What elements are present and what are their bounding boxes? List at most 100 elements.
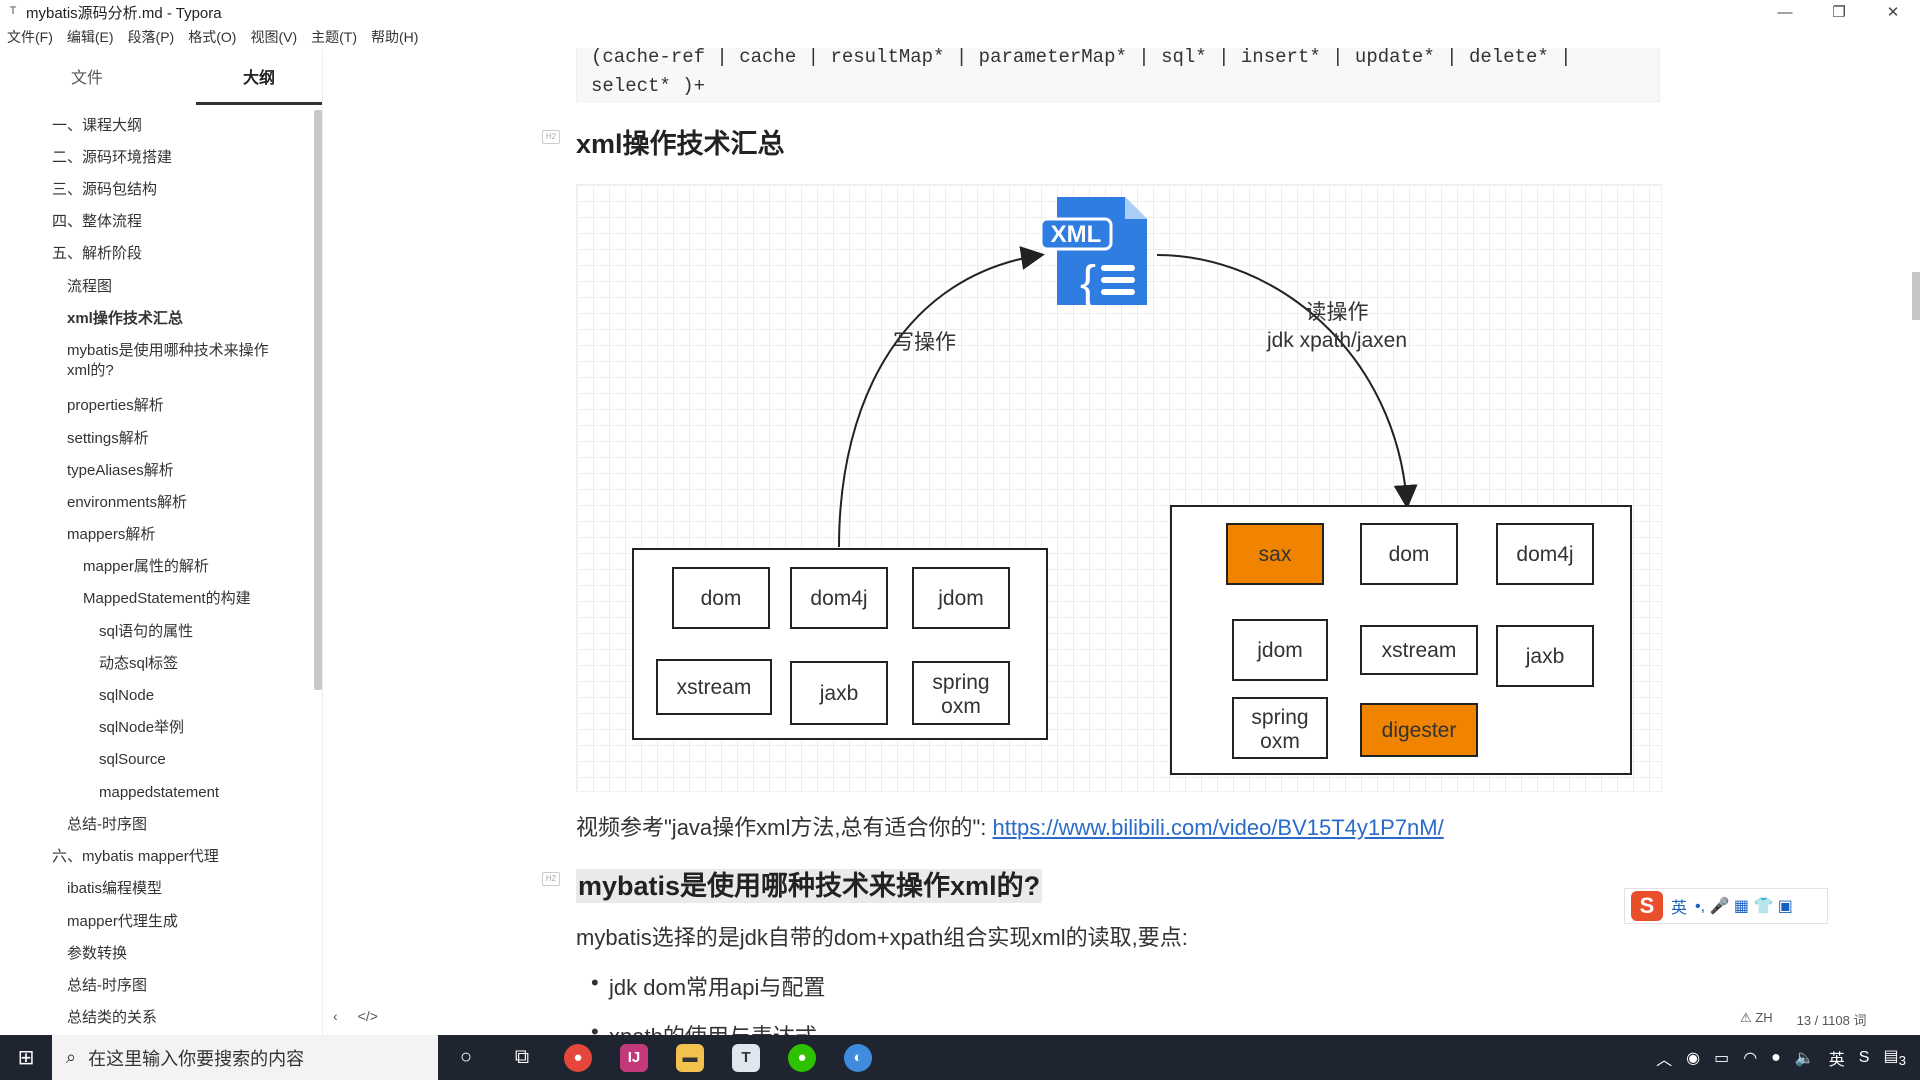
volume-icon[interactable]: 🔈 xyxy=(1794,1049,1815,1067)
status-bar: ⚠ ZH 13 / 1108 词 xyxy=(1740,1010,1866,1029)
outline-item[interactable]: environments解析 xyxy=(67,494,188,511)
file-explorer-icon[interactable]: ▬ xyxy=(662,1035,718,1080)
outline-item[interactable]: 一、课程大纲 xyxy=(52,117,143,134)
outline-item[interactable]: 动态sql标签 xyxy=(99,655,179,672)
sidebar-scrollbar[interactable] xyxy=(314,110,322,690)
menu-format[interactable]: 格式(O) xyxy=(188,29,237,45)
code-block[interactable]: (cache-ref | cache | resultMap* | parame… xyxy=(576,48,1660,102)
library-box xyxy=(1360,523,1458,585)
heading-xml-tech: xml操作技术汇总 xyxy=(576,129,785,159)
tray-app-icon[interactable]: ◉ xyxy=(1686,1049,1701,1067)
tab-files[interactable]: 文件 xyxy=(70,70,103,87)
outline-item[interactable]: 三、源码包结构 xyxy=(52,181,158,198)
tab-outline[interactable]: 大纲 xyxy=(196,64,322,105)
heading-mybatis-xml: mybatis是使用哪种技术来操作xml的? xyxy=(576,864,1043,903)
menu-file[interactable]: 文件(F) xyxy=(7,29,53,45)
outline-item[interactable]: sql语句的属性 xyxy=(99,623,194,640)
wechat-icon[interactable]: ● xyxy=(774,1035,830,1080)
outline-item[interactable]: properties解析 xyxy=(67,397,164,414)
cortana-icon[interactable]: ○ xyxy=(459,1046,473,1068)
minimize-button[interactable]: — xyxy=(1777,3,1793,21)
outline-item[interactable]: 二、源码环境搭建 xyxy=(52,149,173,166)
notification-icon[interactable]: ▤3 xyxy=(1883,1048,1906,1069)
tray-expand-icon[interactable]: ︿ xyxy=(1656,1051,1673,1069)
task-view-icon[interactable]: ⧉ xyxy=(514,1046,530,1068)
menu-view[interactable]: 视图(V) xyxy=(250,29,298,45)
close-button[interactable]: ✕ xyxy=(1886,4,1900,21)
outline-item[interactable]: settings解析 xyxy=(67,430,149,447)
typora-taskbar-icon[interactable]: T xyxy=(718,1035,774,1080)
intellij-icon[interactable]: IJ xyxy=(606,1035,662,1080)
library-label: jaxb xyxy=(1525,645,1565,668)
battery-icon[interactable]: ▭ xyxy=(1714,1049,1730,1067)
library-label: xstream xyxy=(1382,639,1457,662)
outline-item[interactable]: mapper属性的解析 xyxy=(83,558,209,575)
chrome-icon[interactable]: ● xyxy=(550,1035,606,1080)
outline-item[interactable]: typeAliases解析 xyxy=(67,462,174,479)
outline-item[interactable]: 总结-时序图 xyxy=(67,977,147,994)
outline-item[interactable]: sqlNode举例 xyxy=(99,719,185,736)
outline-item[interactable]: 四、整体流程 xyxy=(52,213,143,230)
outline-item[interactable]: sqlSource xyxy=(99,751,166,768)
typora-app-icon: T xyxy=(9,5,17,17)
xml-file-icon: XML { xyxy=(1039,197,1147,310)
sogou-logo-icon[interactable]: S xyxy=(1631,891,1663,921)
outline-item[interactable]: MappedStatement的构建 xyxy=(83,590,251,607)
outline-item[interactable]: 五、解析阶段 xyxy=(52,245,143,262)
outline-item[interactable]: mapper代理生成 xyxy=(67,913,178,930)
library-label: dom xyxy=(701,587,742,610)
library-label: digester xyxy=(1382,719,1457,742)
network-icon[interactable]: ◠ xyxy=(1743,1049,1758,1067)
read-operation-label: 读操作 xyxy=(1306,301,1369,324)
editor-scrollbar[interactable] xyxy=(1912,272,1920,320)
outline-item[interactable]: ibatis编程模型 xyxy=(67,880,163,897)
status-warning[interactable]: ⚠ ZH xyxy=(1740,1010,1773,1025)
window-controls: — ❐ ✕ xyxy=(1758,0,1920,24)
outline-item[interactable]: sqlNode xyxy=(99,687,155,704)
outline-item[interactable]: mybatis是使用哪种技术来操作xml的? xyxy=(67,342,269,379)
outline-item[interactable]: 六、mybatis mapper代理 xyxy=(52,848,219,865)
menu-help[interactable]: 帮助(H) xyxy=(371,29,419,45)
outline-item[interactable]: 总结-时序图 xyxy=(67,816,147,833)
taskbar-search[interactable]: ⌕ 在这里输入你要搜索的内容 xyxy=(52,1035,438,1080)
library-box xyxy=(912,567,1010,629)
word-count[interactable]: 13 / 1108 词 xyxy=(1796,1013,1867,1028)
library-box xyxy=(790,661,888,725)
library-label: jdom xyxy=(937,587,984,610)
outline-item[interactable]: 总结类的关系 xyxy=(67,1009,158,1026)
sogou-tray-icon[interactable]: S xyxy=(1858,1048,1870,1066)
source-code-mode-icon[interactable]: </> xyxy=(357,1008,378,1024)
library-box xyxy=(1496,523,1594,585)
sidebar-footer: ‹ </> xyxy=(333,1008,378,1024)
outline-item[interactable]: mappedstatement xyxy=(99,784,220,801)
xml-icon-label: XML xyxy=(1051,221,1102,248)
ime-language[interactable]: 英 xyxy=(1671,900,1688,917)
outline-item[interactable]: 参数转换 xyxy=(67,945,128,962)
heading-marker-icon: H2 xyxy=(542,872,560,886)
input-language[interactable]: 英 xyxy=(1828,1051,1845,1069)
wechat-tray-icon[interactable]: ● xyxy=(1771,1048,1781,1066)
video-reference-text: 视频参考"java操作xml方法,总有适合你的": xyxy=(576,815,993,840)
outline-item[interactable]: 流程图 xyxy=(67,278,113,295)
video-link[interactable]: https://www.bilibili.com/video/BV15T4y1P… xyxy=(992,815,1444,840)
ime-toolbar[interactable]: S 英 •, 🎤 ▦ 👕 ▣ xyxy=(1624,888,1828,924)
browser-icon[interactable]: ◐ xyxy=(830,1035,886,1080)
library-label: sax xyxy=(1259,543,1292,566)
ime-tools-icons[interactable]: •, 🎤 ▦ 👕 ▣ xyxy=(1695,898,1793,915)
library-label: jaxb xyxy=(819,682,859,705)
windows-start-icon[interactable]: ⊞ xyxy=(17,1047,35,1069)
library-box xyxy=(1360,703,1478,757)
menu-theme[interactable]: 主题(T) xyxy=(311,29,358,45)
outline-item[interactable]: mappers解析 xyxy=(67,526,156,543)
library-box xyxy=(912,661,1010,725)
menu-edit[interactable]: 编辑(E) xyxy=(66,29,114,45)
outline-item[interactable]: xml操作技术汇总 xyxy=(67,310,183,327)
menu-paragraph[interactable]: 段落(P) xyxy=(127,29,175,45)
restore-button[interactable]: ❐ xyxy=(1832,4,1846,21)
sidebar-tabs: 文件 大纲 xyxy=(0,50,322,105)
heading-marker-icon: H2 xyxy=(542,130,560,144)
collapse-sidebar-icon[interactable]: ‹ xyxy=(333,1008,338,1024)
